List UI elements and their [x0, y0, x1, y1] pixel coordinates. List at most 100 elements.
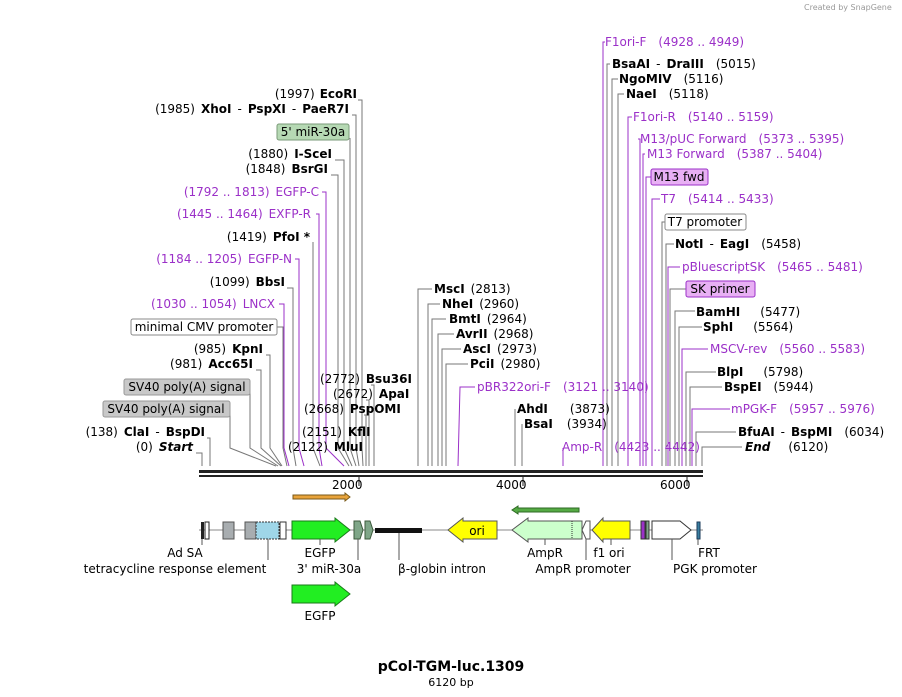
site-s1[interactable]: (1997)EcoRI [275, 87, 357, 101]
site-t4[interactable]: NaeI(5118) [626, 87, 709, 101]
svg-text:(1985)XhoI-PspXI-PaeR7I: (1985)XhoI-PspXI-PaeR7I [155, 102, 349, 116]
feature-frt[interactable] [696, 521, 701, 540]
site-c1[interactable]: (2772)Bsu36I [320, 372, 412, 386]
svg-text:(1997)EcoRI: (1997)EcoRI [275, 87, 357, 101]
site-r1[interactable]: AhdI(3873) [517, 402, 610, 416]
feature-ampr-arrow[interactable] [511, 517, 583, 543]
site-m4[interactable]: AvrII(2968) [456, 327, 533, 341]
enzyme-name: BsaI [524, 417, 553, 431]
site-c5[interactable]: (2122)MluI [288, 440, 363, 454]
feature-label-sv40-1[interactable]: SV40 poly(A) signal [123, 378, 251, 396]
feature-lac-region[interactable] [640, 520, 650, 540]
site-t19[interactable]: BfuAI-BspMI(6034) [738, 425, 884, 439]
primer-p10[interactable]: (1030 .. 1054)LNCX [151, 297, 275, 311]
feature-pgk-promoter[interactable] [651, 520, 692, 540]
svg-text:(0)Start: (0)Start [136, 440, 194, 454]
site-s16[interactable]: (138)ClaI-BspDI [86, 425, 205, 439]
site-c4[interactable]: (2151)KflI [302, 425, 371, 439]
svg-text:(2151)KflI: (2151)KflI [302, 425, 371, 439]
primer-arrow-green[interactable] [511, 505, 580, 515]
site-m3[interactable]: BmtI(2964) [449, 312, 527, 326]
feature-tre-hatched[interactable] [255, 521, 280, 540]
svg-text:F1ori-R(5140 .. 5159): F1ori-R(5140 .. 5159) [633, 110, 774, 124]
feature-egfp-arrow-2[interactable] [291, 580, 351, 608]
site-m1[interactable]: MscI(2813) [434, 282, 511, 296]
feature-label-m13-fwd[interactable]: M13 fwd [650, 168, 709, 186]
primer-pa[interactable]: Amp-R(4423 .. 4442) [562, 440, 700, 454]
credit-text: Created by SnapGene [804, 3, 892, 12]
feature-ampr-promoter[interactable] [581, 520, 591, 540]
feature-tre-block-1[interactable] [222, 521, 235, 540]
enzyme-name: BfuAI [738, 425, 775, 439]
site-m2[interactable]: NheI(2960) [442, 297, 519, 311]
primer-t15[interactable]: MSCV-rev(5560 .. 5583) [710, 342, 865, 356]
leader-s2 [352, 114, 360, 467]
feature-ori-arrow[interactable]: ori [447, 516, 498, 544]
label-egfp: EGFP [304, 546, 335, 560]
feature-mir30a-3[interactable] [353, 520, 374, 540]
site-t10[interactable]: NotI-EagI(5458) [675, 237, 801, 251]
svg-text:(1099)BbsI: (1099)BbsI [210, 275, 285, 289]
sequence-ruler: 2000 4000 6000 [199, 470, 703, 492]
primer-p8[interactable]: (1184 .. 1205)EGFP-N [156, 252, 292, 266]
feature-label-sv40-2[interactable]: SV40 poly(A) signal [102, 400, 231, 418]
site-s17[interactable]: (0)Start [136, 440, 194, 454]
site-m6[interactable]: PciI(2980) [470, 357, 540, 371]
primer-t7[interactable]: M13 Forward(5387 .. 5404) [647, 147, 822, 161]
feature-ad-sa[interactable] [201, 521, 210, 540]
leader-b15 [229, 409, 277, 467]
feature-egfp-arrow[interactable] [291, 516, 351, 544]
site-s12[interactable]: (985)KpnI [194, 342, 263, 356]
site-t14[interactable]: SphI(5564) [703, 320, 793, 334]
site-t20[interactable]: End(6120) [745, 440, 828, 454]
site-s9[interactable]: (1099)BbsI [210, 275, 285, 289]
svg-text:pBluescriptSK(5465 .. 5481): pBluescriptSK(5465 .. 5481) [682, 260, 863, 274]
leader-s1 [358, 99, 364, 467]
primer-p7[interactable]: (1445 .. 1464)EXFP-R [177, 207, 311, 221]
primer-t8[interactable]: T7(5414 .. 5433) [660, 192, 774, 206]
primer-pb[interactable]: pBR322ori-F(3121 .. 3140) [477, 380, 649, 394]
label-frt: FRT [698, 546, 720, 560]
site-s5[interactable]: (1848)BsrGI [246, 162, 328, 176]
primer-p6[interactable]: (1792 .. 1813)EGFP-C [184, 185, 319, 199]
site-t16[interactable]: BlpI(5798) [717, 365, 803, 379]
leader-s17 [196, 452, 203, 466]
primer-arrow-orange[interactable] [292, 491, 351, 503]
site-c3[interactable]: (2668)PspOMI [304, 402, 401, 416]
feature-label-minimal-cmv[interactable]: minimal CMV promoter [130, 318, 278, 336]
start-label: Start [159, 440, 194, 454]
site-s7[interactable]: (1419)PfoI * [227, 230, 311, 244]
primer-t1[interactable]: F1ori-F(4928 .. 4949) [605, 35, 744, 49]
feature-label-sk-primer[interactable]: SK primer [685, 280, 756, 298]
site-t13[interactable]: BamHI(5477) [696, 305, 800, 319]
feature-label-5mir30a[interactable]: 5' miR-30a [276, 123, 350, 141]
feature-f1-ori-arrow[interactable] [591, 516, 631, 544]
site-m5[interactable]: AscI(2973) [463, 342, 537, 356]
feature-beta-globin-intron[interactable] [375, 528, 422, 533]
site-s13[interactable]: (981)Acc65I [170, 357, 253, 371]
site-s4[interactable]: (1880)I-SceI [248, 147, 332, 161]
primer-t18[interactable]: mPGK-F(5957 .. 5976) [731, 402, 875, 416]
feature-tre-block-2[interactable] [244, 521, 257, 540]
feature-cmv-mini[interactable] [279, 521, 287, 540]
bottom-strand [199, 475, 703, 477]
site-t2[interactable]: BsaAI-DraIII(5015) [612, 57, 756, 71]
primer-t12[interactable]: pBluescriptSK(5465 .. 5481) [682, 260, 863, 274]
feature-label-t7-promoter[interactable]: T7 promoter [664, 213, 747, 231]
site-c2[interactable]: (2672)ApaI [333, 387, 409, 401]
primer-t6[interactable]: M13/pUC Forward(5373 .. 5395) [640, 132, 844, 146]
svg-text:(1184 .. 1205)EGFP-N: (1184 .. 1205)EGFP-N [156, 252, 292, 266]
leader-t14 [678, 326, 702, 466]
site-r2[interactable]: BsaI(3934) [524, 417, 607, 431]
enzyme-name: PaeR7I [302, 102, 349, 116]
site-t17[interactable]: BspEI(5944) [724, 380, 813, 394]
leader-t10 [665, 243, 674, 466]
primer-t5[interactable]: F1ori-R(5140 .. 5159) [633, 110, 774, 124]
svg-text:BfuAI-BspMI(6034): BfuAI-BspMI(6034) [738, 425, 884, 439]
primer-name: M13/pUC Forward [640, 132, 747, 146]
site-s2[interactable]: (1985)XhoI-PspXI-PaeR7I [155, 102, 349, 116]
svg-text:BmtI(2964): BmtI(2964) [449, 312, 527, 326]
svg-text:NaeI(5118): NaeI(5118) [626, 87, 709, 101]
feature-labels: Ad SA tetracycline response element EGFP… [84, 546, 757, 623]
site-t3[interactable]: NgoMIV(5116) [619, 72, 723, 86]
